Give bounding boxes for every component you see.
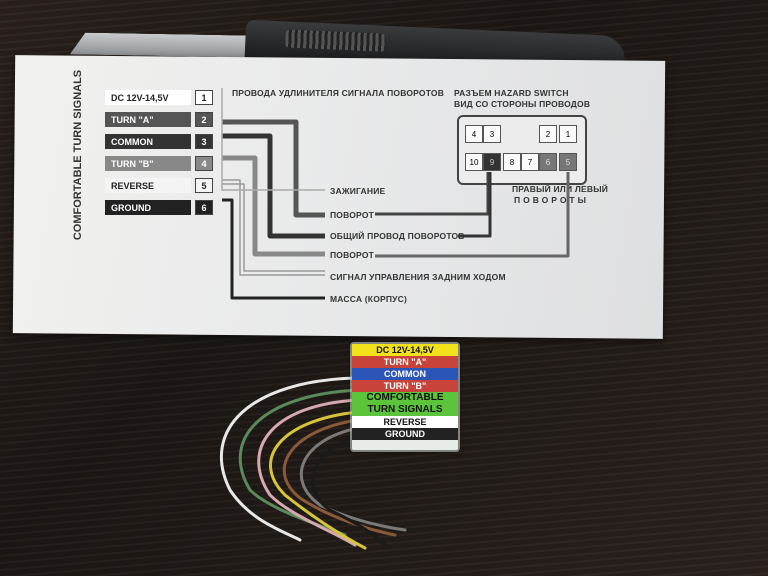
pin-label: TURN "B" [105, 156, 191, 171]
hazard-title-2: ВИД СО СТОРОНЫ ПРОВОДОВ [454, 99, 591, 109]
wire-gray [299, 426, 407, 532]
pin-number: 1 [195, 90, 213, 105]
wire-hazard-turn [375, 172, 490, 216]
wire-common [222, 133, 325, 239]
label-reverse: СИГНАЛ УПРАВЛЕНИЯ ЗАДНИМ ХОДОМ [330, 272, 506, 282]
connector-pin: 2 [539, 125, 557, 143]
connector-pin: 8 [503, 153, 521, 171]
pin-number: 6 [195, 200, 213, 215]
module-label-row: COMMON [352, 368, 458, 380]
right-caption-1: ПРАВЫЙ ИЛИ ЛЕВЫЙ [512, 184, 609, 194]
connector-pin: 1 [559, 125, 577, 143]
pin-row: DC 12V-14,5V 1 [105, 88, 213, 107]
hazard-switch-connector: 4 3 2 1 10 9 8 7 6 5 [457, 115, 587, 185]
wire-pink [257, 398, 360, 547]
pin-label: DC 12V-14,5V [105, 90, 191, 105]
pin-number: 2 [195, 112, 213, 127]
label-turn-1: ПОВОРОТ [330, 210, 375, 220]
module-label-row: DC 12V-14,5V [352, 344, 458, 356]
pin-label: REVERSE [105, 178, 191, 193]
pin-label: GROUND [105, 200, 191, 215]
wire-ground [222, 198, 325, 300]
pin-row: TURN "A" 2 [105, 110, 213, 129]
pin-label: TURN "A" [105, 112, 191, 127]
right-caption-2: ПОВОРОТЫ [514, 195, 589, 205]
pin-label: COMMON [105, 134, 191, 149]
label-ground: МАССА (КОРПУС) [330, 294, 408, 304]
connector-pin: 5 [559, 153, 577, 171]
wire-turn-a [222, 119, 325, 218]
connector-pin: 10 [465, 153, 483, 171]
pin-row: REVERSE 5 [105, 176, 213, 195]
connector-pin: 6 [539, 153, 557, 171]
connector-pin: 3 [483, 125, 501, 143]
wire-white [219, 376, 360, 542]
module-label-row: REVERSE [352, 416, 458, 428]
connector-pin: 9 [483, 153, 501, 171]
pin-row: TURN "B" 4 [105, 154, 213, 173]
pin-row: COMMON 3 [105, 132, 213, 151]
label-common: ОБЩИЙ ПРОВОД ПОВОРОТОВ [330, 231, 465, 241]
hazard-title-1: РАЗЪЕМ HAZARD SWITCH [454, 88, 569, 98]
module-label-row: TURN "A" [352, 356, 458, 368]
wire-hazard-turn-2 [375, 172, 570, 258]
module-label-row: TURN SIGNALS [352, 404, 458, 416]
wire-black [311, 434, 387, 547]
connector-pin: 4 [465, 125, 483, 143]
module-label-row: COMFORTABLE [352, 392, 458, 404]
pin-number: 5 [195, 178, 213, 193]
header-text: ПРОВОДА УДЛИНИТЕЛЯ СИГНАЛА ПОВОРОТОВ [232, 88, 445, 98]
wire-ignition [221, 88, 325, 191]
pin-number: 4 [195, 156, 213, 171]
wire-reverse [222, 179, 325, 276]
wire-hazard-common [458, 172, 492, 238]
wire-reverse-2 [222, 183, 325, 272]
module-label-row: TURN "B" [352, 380, 458, 392]
label-ignition: ЗАЖИГАНИЕ [330, 186, 386, 196]
module-label-row: GROUND [352, 428, 458, 440]
connector-pin: 7 [521, 153, 539, 171]
pin-row: GROUND 6 [105, 198, 213, 217]
wire-brown [282, 418, 397, 537]
wire-turn-b [222, 155, 325, 257]
pin-number: 3 [195, 134, 213, 149]
label-turn-2: ПОВОРОТ [330, 250, 375, 260]
wire-yellow [269, 410, 367, 550]
